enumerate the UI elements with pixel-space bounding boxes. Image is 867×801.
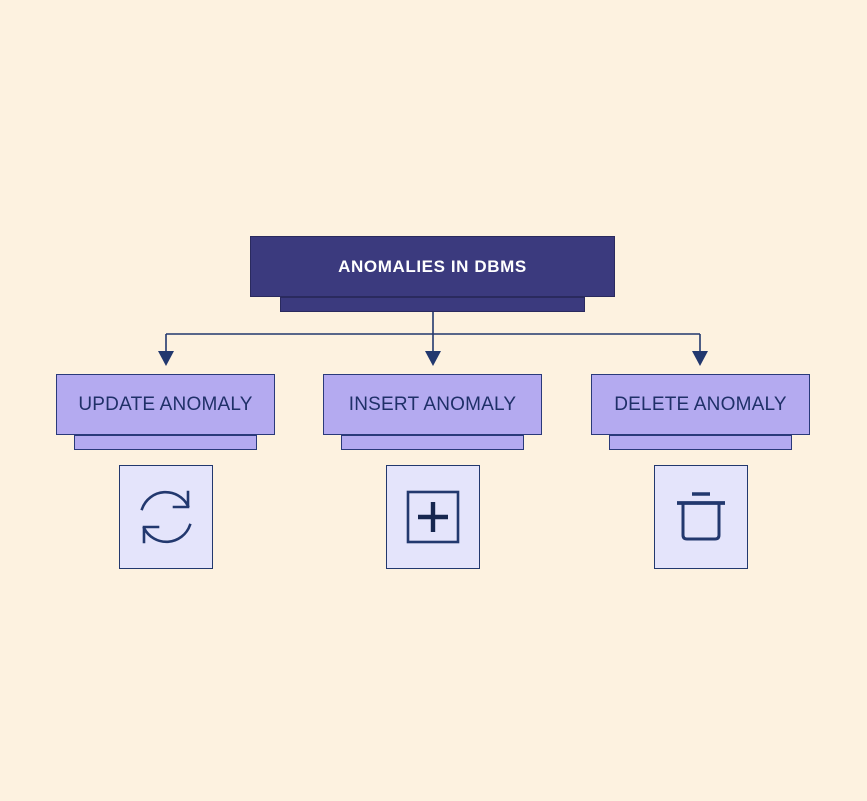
root-node-shadow xyxy=(280,297,585,312)
update-node-shadow xyxy=(74,435,257,450)
insert-node-shadow xyxy=(341,435,524,450)
update-icon-box xyxy=(119,465,213,569)
trash-can-icon xyxy=(677,492,725,541)
insert-icon-box xyxy=(386,465,480,569)
arrowhead-center xyxy=(425,351,441,366)
trash-icon-box xyxy=(654,465,748,569)
update-anomaly-node[interactable]: UPDATE ANOMALY xyxy=(56,374,275,435)
arrowhead-left xyxy=(158,351,174,366)
insert-anomaly-node[interactable]: INSERT ANOMALY xyxy=(323,374,542,435)
update-anomaly-label: UPDATE ANOMALY xyxy=(78,393,253,415)
plus-square-icon xyxy=(406,490,460,544)
delete-node-shadow xyxy=(609,435,792,450)
delete-anomaly-label: DELETE ANOMALY xyxy=(614,393,787,415)
delete-anomaly-node[interactable]: DELETE ANOMALY xyxy=(591,374,810,435)
arrowhead-right xyxy=(692,351,708,366)
insert-anomaly-label: INSERT ANOMALY xyxy=(348,393,517,415)
root-node-label: ANOMALIES IN DBMS xyxy=(338,256,527,276)
refresh-sync-icon xyxy=(140,490,192,544)
root-node[interactable]: ANOMALIES IN DBMS xyxy=(250,236,615,297)
